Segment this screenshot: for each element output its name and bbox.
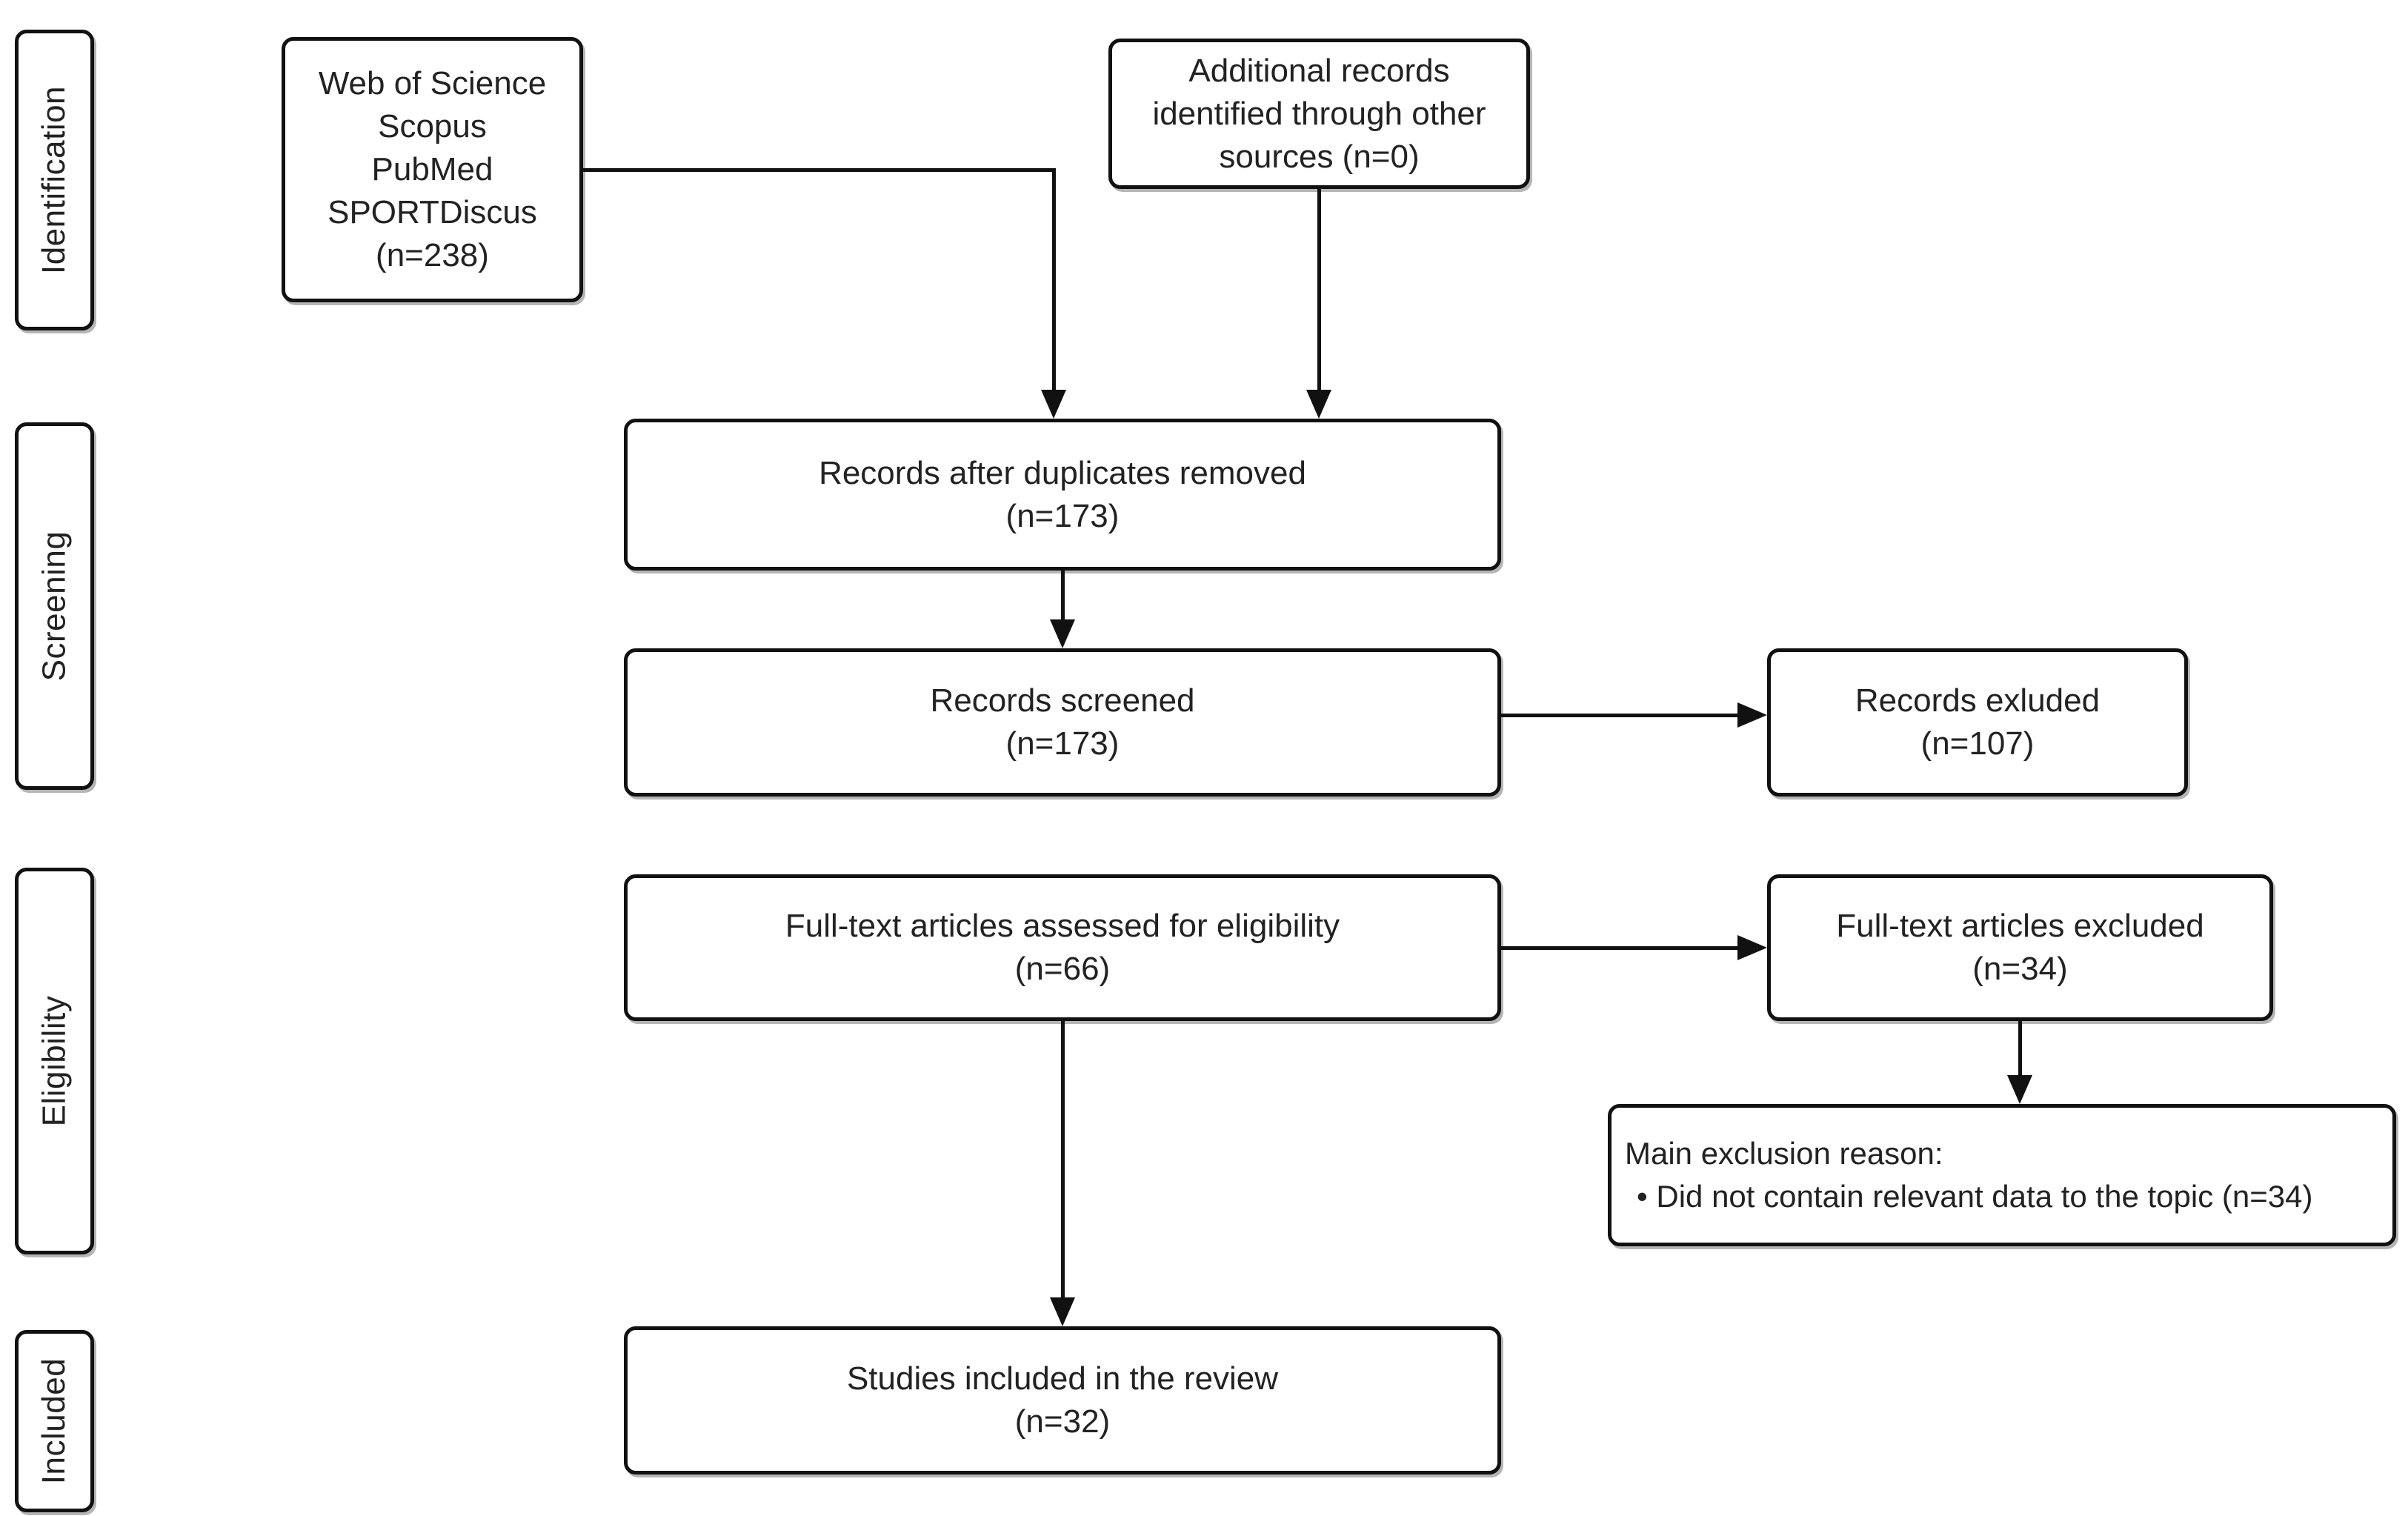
box-fulltext-excluded: Full-text articles excluded (n=34): [1767, 874, 2273, 1021]
box-database-sources-line-2: Scopus: [378, 108, 487, 144]
arrowhead-excluded-to-reason: [2007, 1075, 2032, 1104]
arrowhead-duplicates-to-screened: [1050, 619, 1075, 648]
arrowhead-fulltext-to-included: [1050, 1297, 1075, 1326]
stage-label-screening: Screening: [15, 422, 94, 790]
box-exclusion-reason-heading: Main exclusion reason:: [1625, 1136, 1943, 1171]
box-studies-included-count: (n=32): [1014, 1403, 1111, 1440]
box-records-excluded: Records exluded (n=107): [1767, 648, 2188, 797]
box-main-exclusion-reason: Main exclusion reason: • Did not contain…: [1608, 1104, 2396, 1246]
connector-sources-elbow-horizontal: [583, 168, 1055, 172]
stage-label-included: Included: [15, 1330, 94, 1512]
connector-screened-to-excluded: [1501, 714, 1737, 717]
box-database-sources: Web of Science Scopus PubMed SPORTDiscus…: [282, 37, 583, 302]
box-records-after-duplicates-removed: Records after duplicates removed (n=173): [624, 419, 1501, 571]
box-additional-records-line-3: sources (n=0): [1219, 138, 1420, 175]
stage-label-included-text: Included: [36, 1357, 73, 1485]
connector-sources-elbow-vertical: [1052, 168, 1056, 390]
box-fulltext-excluded-count: (n=34): [1972, 951, 2068, 987]
box-additional-records: Additional records identified through ot…: [1108, 39, 1530, 189]
arrowhead-additional-to-duplicates: [1306, 390, 1331, 419]
box-additional-records-line-1: Additional records: [1188, 52, 1450, 89]
box-database-sources-line-4: SPORTDiscus: [327, 194, 537, 230]
box-fulltext-excluded-line-1: Full-text articles excluded: [1836, 908, 2204, 944]
box-exclusion-reason-bullet: • Did not contain relevant data to the t…: [1637, 1179, 2313, 1214]
box-records-excluded-count: (n=107): [1920, 725, 2035, 762]
box-studies-included-line-1: Studies included in the review: [846, 1360, 1279, 1397]
box-studies-included: Studies included in the review (n=32): [624, 1326, 1501, 1475]
box-duplicates-count: (n=173): [1005, 497, 1120, 534]
connector-additional-to-duplicates: [1317, 189, 1321, 390]
arrowhead-sources-to-duplicates: [1041, 390, 1066, 419]
box-fulltext-assessed-line-1: Full-text articles assessed for eligibil…: [785, 908, 1340, 944]
connector-excluded-to-reason: [2018, 1021, 2022, 1077]
stage-label-screening-text: Screening: [36, 531, 73, 682]
box-records-excluded-line-1: Records exluded: [1855, 682, 2101, 719]
box-records-screened: Records screened (n=173): [624, 648, 1501, 797]
box-screened-line-1: Records screened: [930, 682, 1195, 719]
arrowhead-fulltext-to-excluded: [1737, 935, 1767, 960]
box-duplicates-line-1: Records after duplicates removed: [819, 454, 1306, 491]
stage-label-eligibility-text: Eligibility: [36, 995, 73, 1127]
box-fulltext-assessed-count: (n=66): [1014, 951, 1111, 987]
box-fulltext-assessed: Full-text articles assessed for eligibil…: [624, 874, 1501, 1021]
connector-duplicates-to-screened: [1061, 571, 1065, 620]
box-database-sources-count: (n=238): [376, 237, 489, 273]
box-database-sources-line-1: Web of Science: [318, 65, 547, 102]
stage-label-eligibility: Eligibility: [15, 868, 94, 1254]
arrowhead-screened-to-excluded: [1737, 702, 1767, 728]
connector-fulltext-to-excluded: [1501, 946, 1737, 950]
stage-label-identification-text: Identification: [36, 85, 73, 275]
box-additional-records-line-2: identified through other: [1152, 95, 1486, 132]
box-database-sources-line-3: PubMed: [371, 151, 493, 187]
connector-fulltext-to-included: [1061, 1021, 1065, 1300]
box-screened-count: (n=173): [1005, 725, 1120, 762]
stage-label-identification: Identification: [15, 30, 94, 330]
